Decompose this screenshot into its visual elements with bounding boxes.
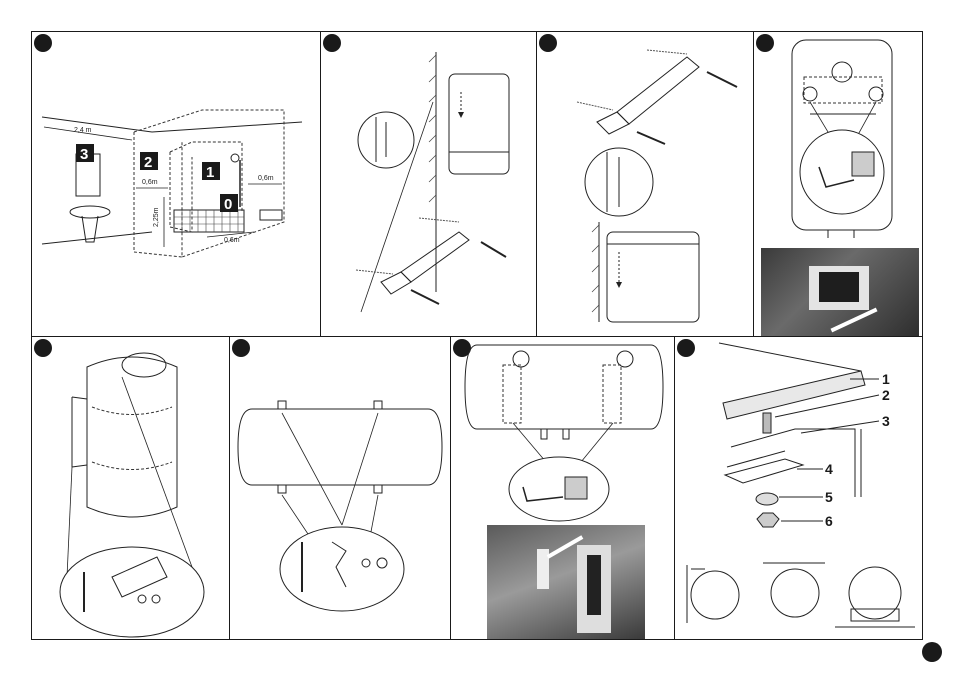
dim-width-left: 2,4 m: [74, 127, 92, 134]
part-label-5: 5: [825, 489, 833, 505]
zone-2-label: 2: [144, 154, 152, 171]
zone-3-label: 3: [80, 146, 88, 163]
bracket-hanging-illustration: [537, 32, 754, 337]
panel-bathroom-zones: 3 2 1 0 2,4 m 0,6m 0,6m 0,6m 2,25m: [31, 31, 321, 337]
panel-horizontal-heater: [229, 336, 451, 640]
horizontal-heater-illustration: [230, 337, 451, 640]
ceiling-mount-illustration: 1 2 3 4 5 6: [675, 337, 923, 640]
panel-vertical-brackets: [31, 336, 230, 640]
part-label-2: 2: [882, 387, 890, 403]
part-label-4: 4: [825, 461, 833, 477]
page-corner-marker: [922, 642, 942, 662]
panel-wall-mounting: [320, 31, 537, 337]
part-label-6: 6: [825, 513, 833, 529]
dim-offset-a: 0,6m: [142, 179, 158, 186]
panel-top-view: [753, 31, 923, 337]
panel-horizontal-back: [450, 336, 675, 640]
dim-offset-c: 0,6m: [224, 237, 240, 244]
panel-bracket-hanging: [536, 31, 754, 337]
dim-height: 2,25m: [153, 207, 160, 227]
wall-bracket-photo: [761, 248, 919, 336]
bathroom-zones-illustration: 3 2 1 0 2,4 m 0,6m 0,6m 0,6m 2,25m: [32, 32, 321, 337]
zone-1-label: 1: [206, 164, 214, 181]
part-label-3: 3: [882, 413, 890, 429]
wall-mount-illustration: [321, 32, 537, 337]
panel-ceiling-mount: 1 2 3 4 5 6: [674, 336, 923, 640]
part-label-1: 1: [882, 371, 890, 387]
horizontal-mount-photo: [487, 525, 645, 639]
zone-0-label: 0: [224, 196, 232, 213]
dim-offset-b: 0,6m: [258, 175, 274, 182]
vertical-heater-illustration: [32, 337, 230, 640]
